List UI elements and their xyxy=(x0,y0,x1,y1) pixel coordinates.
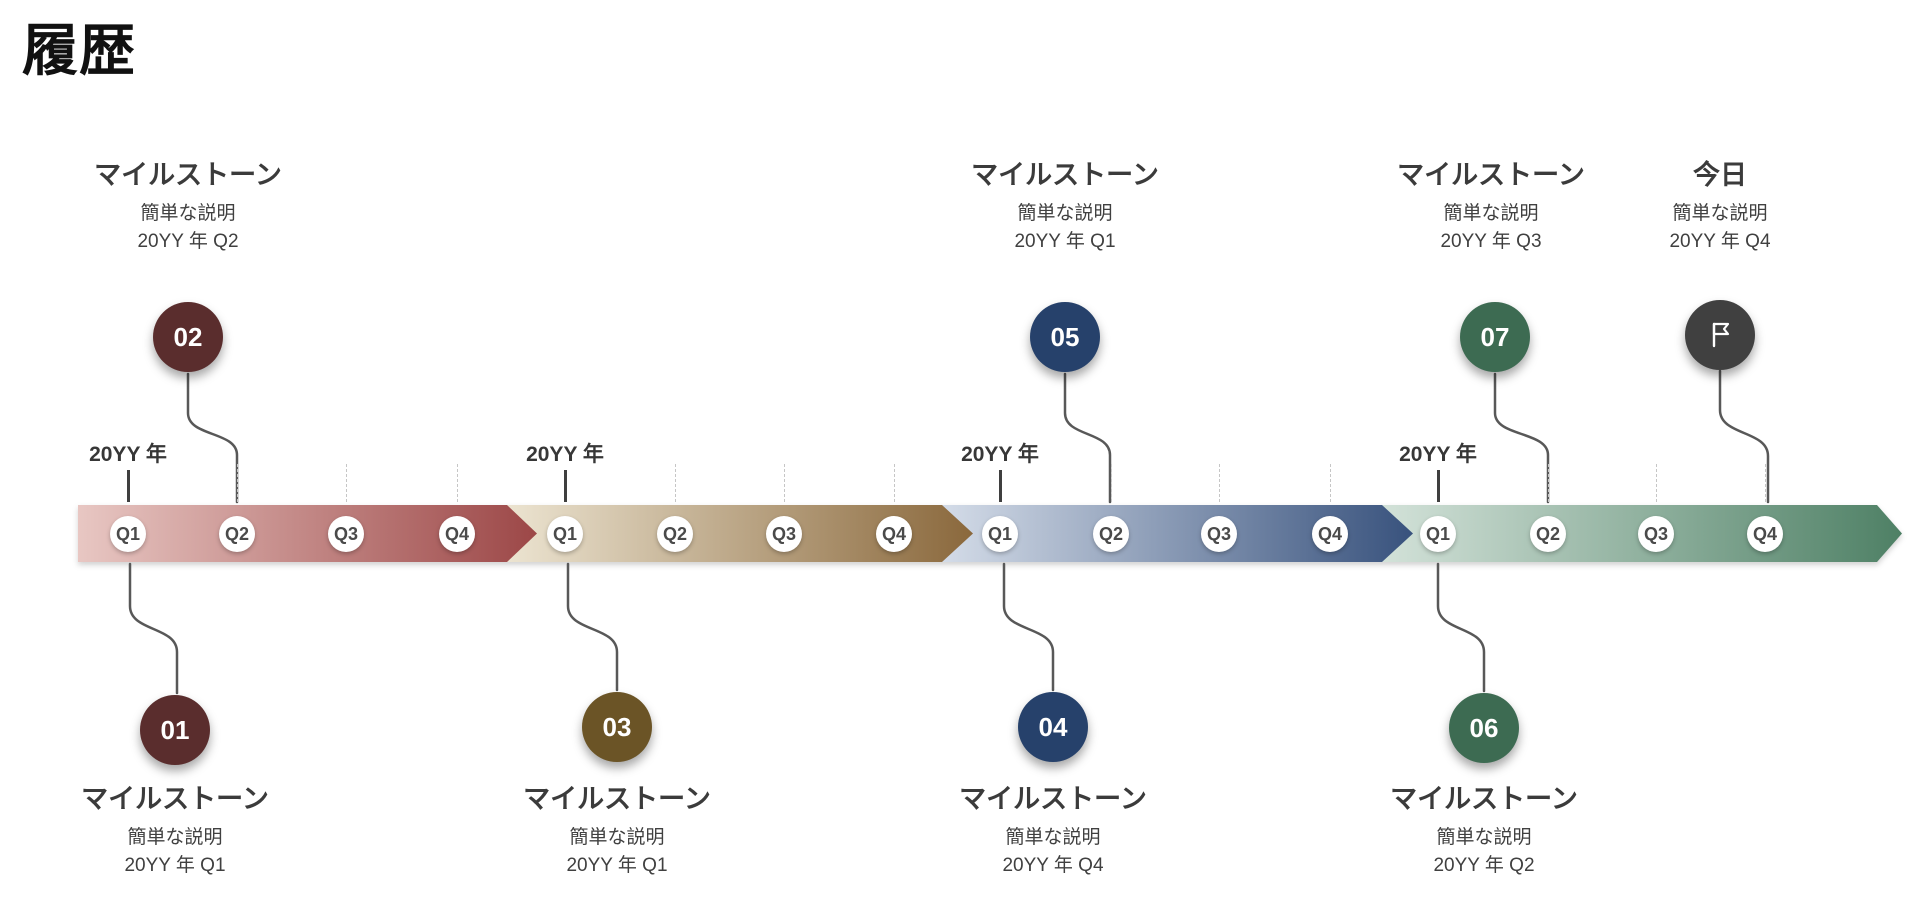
milestone-title: マイルストーン xyxy=(1390,784,1578,814)
milestone-date: 20YY 年 Q3 xyxy=(1440,231,1542,252)
connector-line-03 xyxy=(566,562,619,692)
quarter-tick xyxy=(784,464,785,502)
quarter-badge: Q3 xyxy=(766,516,802,552)
quarter-badge: Q3 xyxy=(1201,516,1237,552)
milestone-number: 03 xyxy=(602,711,632,742)
milestone-05-text: マイルストーン 簡単な説明 20YY 年 Q1 xyxy=(925,158,1205,256)
milestone-02-circle: 02 xyxy=(153,302,223,372)
quarter-badge: Q4 xyxy=(876,516,912,552)
milestone-07-circle: 07 xyxy=(1460,302,1530,372)
milestone-title: 今日 xyxy=(1693,160,1747,190)
milestone-today-circle xyxy=(1685,300,1755,370)
quarter-tick xyxy=(1765,464,1766,502)
quarter-badge: Q4 xyxy=(1747,516,1783,552)
milestone-description: 簡単な説明 xyxy=(1017,203,1113,224)
milestone-date: 20YY 年 Q2 xyxy=(1433,855,1535,876)
connector-line-04 xyxy=(1002,562,1055,692)
milestone-date: 20YY 年 Q1 xyxy=(566,855,668,876)
milestone-title: マイルストーン xyxy=(959,784,1147,814)
connector-line-01 xyxy=(128,562,179,695)
milestone-02-text: マイルストーン 簡単な説明 20YY 年 Q2 xyxy=(48,158,328,256)
milestone-title: マイルストーン xyxy=(1397,160,1585,190)
milestone-06-text: マイルストーン 簡単な説明 20YY 年 Q2 xyxy=(1344,782,1624,880)
quarter-badge: Q1 xyxy=(547,516,583,552)
milestone-date: 20YY 年 Q1 xyxy=(1014,231,1116,252)
milestone-today-text: 今日 簡単な説明 20YY 年 Q4 xyxy=(1580,158,1860,256)
quarter-tick xyxy=(675,464,676,502)
quarter-badge: Q1 xyxy=(982,516,1018,552)
quarter-badge: Q2 xyxy=(1530,516,1566,552)
milestone-01-text: マイルストーン 簡単な説明 20YY 年 Q1 xyxy=(35,782,315,880)
quarter-badge: Q4 xyxy=(439,516,475,552)
quarter-tick xyxy=(1111,464,1112,502)
quarter-tick xyxy=(237,464,238,502)
quarter-tick xyxy=(1656,464,1657,502)
milestone-date: 20YY 年 Q4 xyxy=(1669,231,1771,252)
milestone-title: マイルストーン xyxy=(81,784,269,814)
milestone-connectors xyxy=(128,369,1770,695)
quarter-badge: Q3 xyxy=(1638,516,1674,552)
quarter-badge: Q2 xyxy=(1093,516,1129,552)
year-label-1: 20YY 年 xyxy=(89,443,167,466)
quarter-tick xyxy=(1219,464,1220,502)
milestone-06-circle: 06 xyxy=(1449,693,1519,763)
milestone-title: マイルストーン xyxy=(523,784,711,814)
timeline-segment-3 xyxy=(942,505,1413,562)
quarter-tick xyxy=(894,464,895,502)
quarter-tick xyxy=(1548,464,1549,502)
quarter-tick xyxy=(346,464,347,502)
quarter-tick xyxy=(457,464,458,502)
milestone-description: 簡単な説明 xyxy=(1443,203,1539,224)
milestone-04-circle: 04 xyxy=(1018,692,1088,762)
quarter-badge: Q4 xyxy=(1312,516,1348,552)
milestone-description: 簡単な説明 xyxy=(140,203,236,224)
milestone-01-circle: 01 xyxy=(140,695,210,765)
milestone-description: 簡単な説明 xyxy=(1436,827,1532,848)
connector-line-05 xyxy=(1063,372,1112,504)
quarter-badge: Q1 xyxy=(1420,516,1456,552)
milestone-number: 06 xyxy=(1469,712,1499,743)
milestone-number: 07 xyxy=(1480,321,1510,352)
milestone-title: マイルストーン xyxy=(971,160,1159,190)
year-tick xyxy=(563,470,567,502)
milestone-03-circle: 03 xyxy=(582,692,652,762)
milestone-07-text: マイルストーン 簡単な説明 20YY 年 Q3 xyxy=(1351,158,1631,256)
milestone-date: 20YY 年 Q1 xyxy=(124,855,226,876)
milestone-description: 簡単な説明 xyxy=(569,827,665,848)
quarter-badge: Q3 xyxy=(328,516,364,552)
connector-line-today xyxy=(1718,369,1770,504)
quarter-tick xyxy=(1330,464,1331,502)
page-title: 履歴 xyxy=(22,19,136,82)
milestone-number: 02 xyxy=(173,321,203,352)
timeline-segment-2 xyxy=(507,505,973,562)
timeline-segment-1 xyxy=(78,505,537,562)
milestone-description: 簡単な説明 xyxy=(127,827,223,848)
milestone-03-text: マイルストーン 簡単な説明 20YY 年 Q1 xyxy=(477,782,757,880)
milestone-05-circle: 05 xyxy=(1030,302,1100,372)
connector-line-02 xyxy=(186,372,239,504)
connector-line-07 xyxy=(1493,372,1550,504)
quarter-badge: Q2 xyxy=(657,516,693,552)
connector-line-06 xyxy=(1436,562,1486,693)
year-label-3: 20YY 年 xyxy=(961,443,1039,466)
year-label-4: 20YY 年 xyxy=(1399,443,1477,466)
milestone-number: 04 xyxy=(1038,711,1068,742)
milestone-number: 05 xyxy=(1050,321,1080,352)
milestone-date: 20YY 年 Q4 xyxy=(1002,855,1104,876)
year-tick xyxy=(126,470,130,502)
flag-icon xyxy=(1712,322,1730,348)
quarter-badge: Q2 xyxy=(219,516,255,552)
year-tick xyxy=(998,470,1002,502)
milestone-description: 簡単な説明 xyxy=(1672,203,1768,224)
milestone-number: 01 xyxy=(160,714,190,745)
milestone-04-text: マイルストーン 簡単な説明 20YY 年 Q4 xyxy=(913,782,1193,880)
milestone-description: 簡単な説明 xyxy=(1005,827,1101,848)
quarter-badge: Q1 xyxy=(110,516,146,552)
milestone-date: 20YY 年 Q2 xyxy=(137,231,239,252)
year-label-2: 20YY 年 xyxy=(526,443,604,466)
year-tick xyxy=(1436,470,1440,502)
milestone-title: マイルストーン xyxy=(94,160,282,190)
